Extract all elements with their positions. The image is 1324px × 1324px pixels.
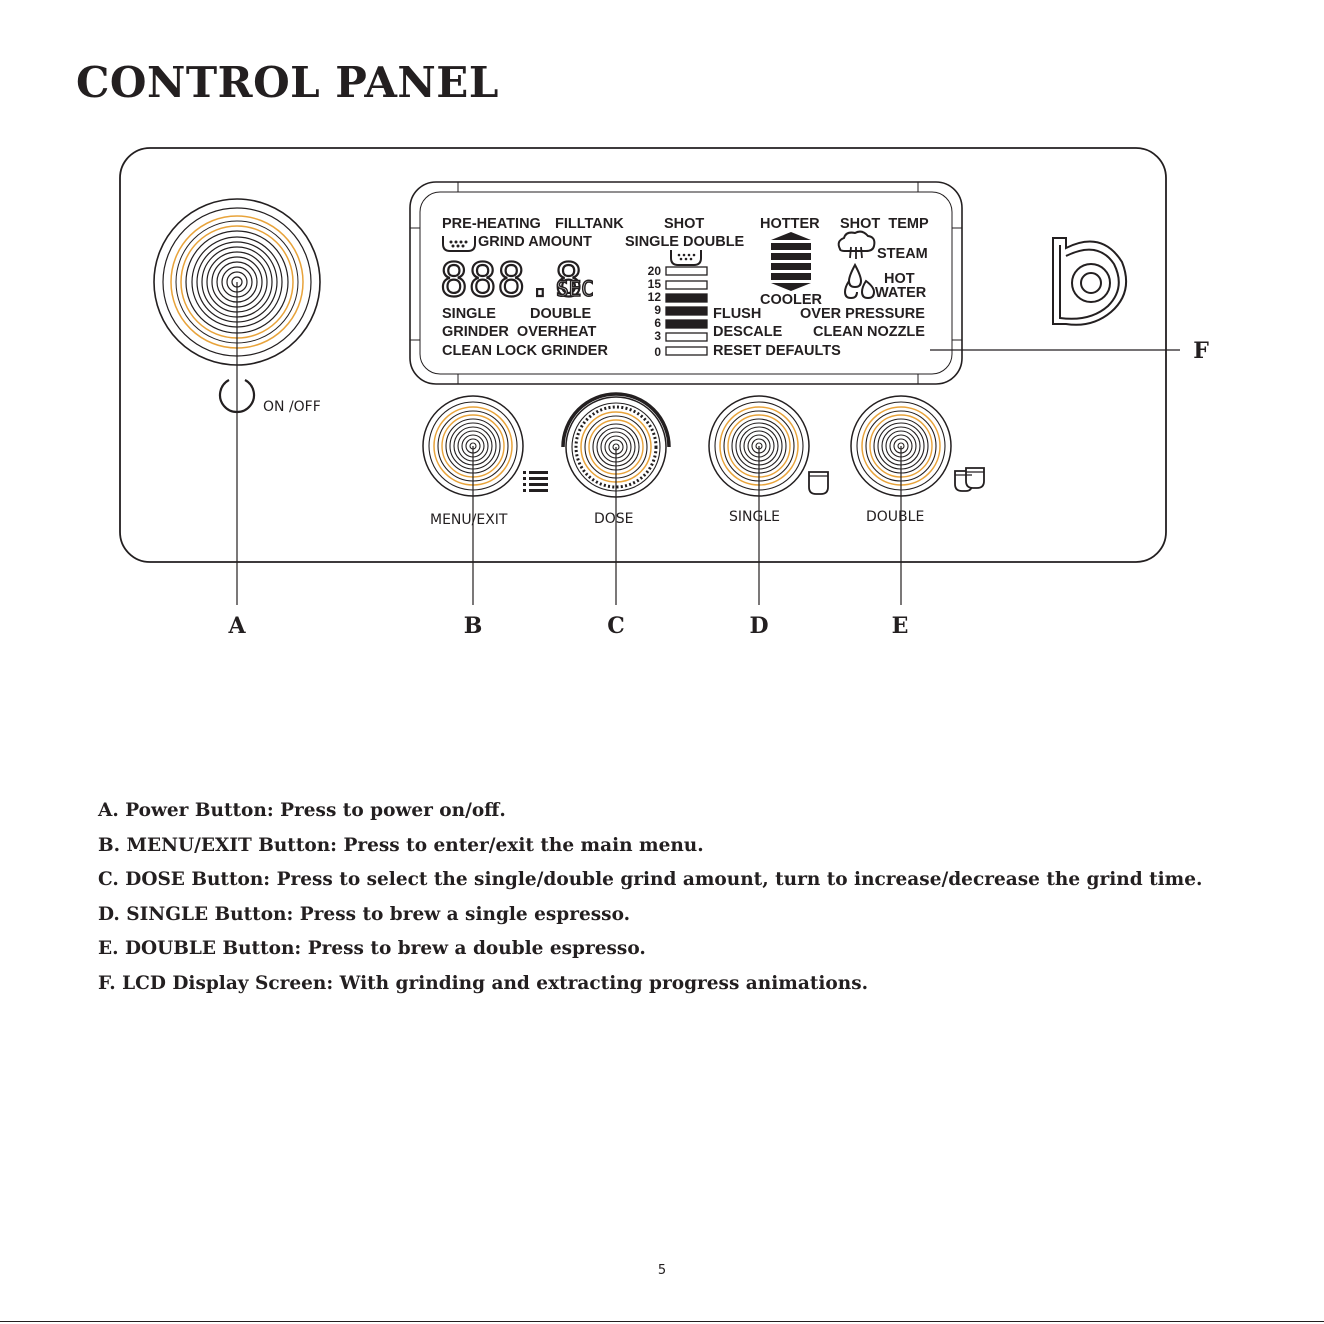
menu-list-icon xyxy=(523,471,548,492)
callout-b: B xyxy=(464,613,483,639)
lcd-descale: DESCALE xyxy=(713,324,783,340)
callout-e: E xyxy=(892,613,909,639)
lcd-reset-defaults: RESET DEFAULTS xyxy=(713,343,841,359)
lcd-over-pressure: OVER PRESSURE xyxy=(800,306,925,322)
single-cup-icon xyxy=(808,471,829,495)
lcd-shot-temp: SHOT TEMP xyxy=(840,216,929,232)
description-f: F. LCD Display Screen: With grinding and… xyxy=(98,972,869,994)
lcd-grinder-overheat: GRINDER OVERHEAT xyxy=(442,324,597,340)
scale-label: 0 xyxy=(654,345,661,359)
portafilter-icon xyxy=(670,250,702,266)
description-e: E. DOUBLE Button: Press to brew a double… xyxy=(98,938,646,960)
scale-bar xyxy=(665,280,708,290)
description-list: A. Power Button: Press to power on/off. … xyxy=(98,794,1202,1002)
scale-bar xyxy=(665,319,708,329)
description-c: C. DOSE Button: Press to select the sing… xyxy=(98,869,1203,891)
callout-a: A xyxy=(227,613,246,639)
scale-bar xyxy=(665,346,708,356)
temperature-indicator xyxy=(771,232,811,291)
page-number: 5 xyxy=(657,1263,667,1278)
lcd-preheating: PRE-HEATING xyxy=(442,216,541,232)
description-d: D. SINGLE Button: Press to brew a single… xyxy=(98,903,631,925)
page-title: CONTROL PANEL xyxy=(76,58,499,107)
callout-d: D xyxy=(749,613,768,639)
callout-f: F xyxy=(1193,338,1209,364)
lcd-clean-lock-grinder: CLEAN LOCK GRINDER xyxy=(442,343,608,359)
lcd-digits: 888.8 xyxy=(440,253,583,307)
lcd-screen xyxy=(419,191,953,375)
lcd-hotter: HOTTER xyxy=(760,216,820,232)
single-label: SINGLE xyxy=(729,509,780,525)
lcd-single-double: SINGLE DOUBLE xyxy=(625,234,745,250)
menu-exit-label: MENU/EXIT xyxy=(430,512,508,528)
lcd-cooler: COOLER xyxy=(760,292,823,308)
lcd-grind-amount: GRIND AMOUNT xyxy=(478,234,592,250)
lcd-steam: STEAM xyxy=(877,246,928,262)
lcd-water: WATER xyxy=(875,285,927,301)
scale-label: 15 xyxy=(648,277,662,291)
on-off-label: ON /OFF xyxy=(263,399,321,415)
bottom-rule xyxy=(0,1321,1324,1322)
scale-bar xyxy=(665,306,708,316)
description-b: B. MENU/EXIT Button: Press to enter/exit… xyxy=(98,834,704,856)
scale-bar xyxy=(665,266,708,276)
water-drops-icon xyxy=(843,262,876,300)
scale-label: 9 xyxy=(654,303,661,317)
panel-outline xyxy=(119,147,1167,563)
scale-label: 20 xyxy=(648,264,662,278)
lcd-hot: HOT xyxy=(884,271,915,287)
lcd-single: SINGLE xyxy=(442,306,496,322)
callout-c: C xyxy=(607,613,625,639)
brand-logo-icon xyxy=(1052,237,1128,326)
grinder-icon xyxy=(442,236,476,252)
scale-bar xyxy=(665,332,708,342)
dose-label: DOSE xyxy=(594,511,634,527)
lcd-shot: SHOT xyxy=(664,216,704,232)
lcd-bezel xyxy=(409,181,963,385)
scale-label: 3 xyxy=(654,329,661,343)
double-cup-icon xyxy=(954,467,985,492)
control-panel-diagram: PRE-HEATING FILLTANK SHOT HOTTER SHOT TE… xyxy=(119,147,1209,639)
lcd-filltank: FILLTANK xyxy=(555,216,624,232)
scale-label: 6 xyxy=(654,316,661,330)
lcd-double: DOUBLE xyxy=(530,306,592,322)
steam-icon xyxy=(837,230,876,259)
lcd-clean-nozzle: CLEAN NOZZLE xyxy=(813,324,925,340)
lcd-flush: FLUSH xyxy=(713,306,761,322)
scale-bar xyxy=(665,293,708,303)
lcd-sec: SEC xyxy=(556,277,594,301)
double-label: DOUBLE xyxy=(866,509,924,525)
description-a: A. Power Button: Press to power on/off. xyxy=(98,800,506,821)
scale-label: 12 xyxy=(648,290,662,304)
